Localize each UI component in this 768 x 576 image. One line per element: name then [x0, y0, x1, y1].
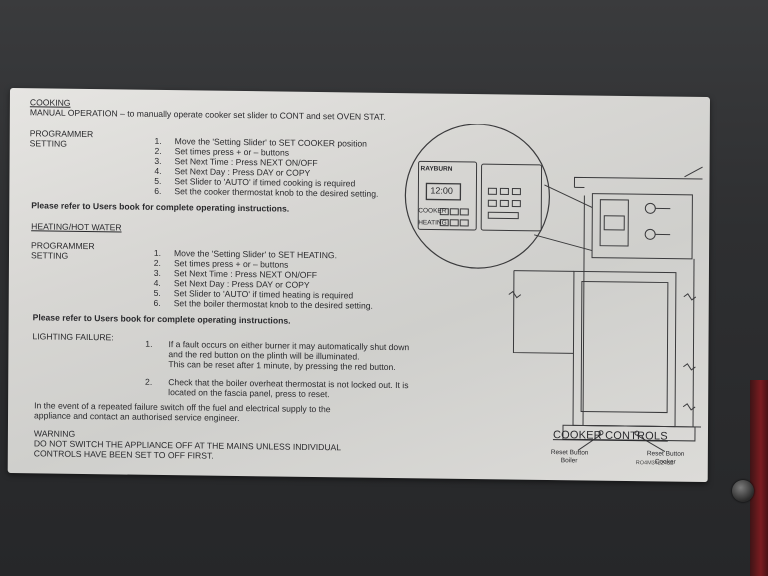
cooker-controls-diagram: RAYBURN 12:00 COOKER HEATING Reset Butto… [403, 123, 705, 467]
brand-label: RAYBURN [420, 165, 453, 173]
heating-label: HEATING [418, 219, 447, 227]
reset-button-boiler-label: Reset Button [550, 449, 589, 457]
lighting-text: This can be reset after 1 minute, by pre… [168, 359, 396, 373]
step-number: 6. [153, 297, 161, 308]
manual-operation-text: MANUAL OPERATION – to manually operate c… [29, 107, 386, 122]
clock-display: 12:00 [430, 185, 453, 196]
diagram-lines [404, 123, 703, 452]
heating-heading: HEATING/HOT WATER [31, 221, 122, 233]
reset-button-boiler-label: Boiler [560, 457, 578, 465]
setting-label: SETTING [30, 250, 69, 261]
reset-button-cooker-label: Reset Button [646, 450, 685, 458]
repeated-failure-text: appliance and contact an authorised serv… [34, 410, 240, 424]
screw-icon [732, 480, 754, 502]
lighting-failure-label: LIGHTING FAILURE: [32, 331, 114, 343]
item-number: 1. [145, 338, 153, 349]
heating-steps: 1. Move the 'Setting Slider' to SET HEAT… [10, 88, 710, 311]
instruction-plate: COOKING MANUAL OPERATION – to manually o… [7, 88, 710, 483]
cooker-label: COOKER [418, 207, 447, 215]
warning-text: CONTROLS HAVE BEEN SET TO OFF FIRST. [33, 448, 214, 461]
item-number: 2. [145, 376, 153, 387]
part-number: RO4M342243B [635, 460, 674, 467]
lighting-text: located on the fascia panel, press to re… [168, 387, 330, 400]
step-text: Set the cooker thermostat knob to the de… [174, 186, 379, 199]
refer-note: Please refer to Users book for complete … [32, 312, 291, 326]
cooking-steps: 1. Move the 'Setting Slider' to SET COOK… [10, 88, 710, 199]
red-appliance-edge [750, 380, 768, 576]
setting-label: SETTING [29, 138, 67, 149]
step-text: Set the boiler thermostat knob to the de… [173, 298, 373, 311]
refer-note: Please refer to Users book for complete … [31, 200, 290, 214]
cooker-controls-caption: COOKER CONTROLS [552, 429, 668, 443]
step-number: 6. [154, 185, 162, 196]
